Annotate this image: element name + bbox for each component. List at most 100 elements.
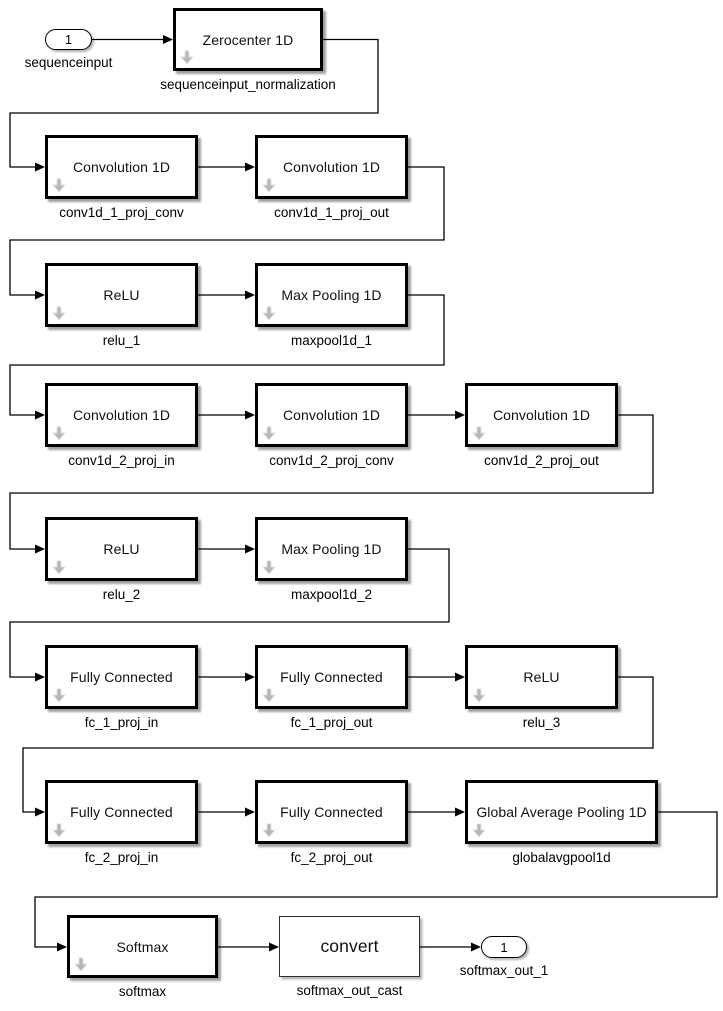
block-title: Global Average Pooling 1D <box>476 804 647 820</box>
wire-arrowhead-icon <box>35 290 45 300</box>
block-relu_3[interactable]: ReLU <box>465 645 618 709</box>
update-needed-down-arrow-icon <box>472 688 486 703</box>
wire-arrowhead-icon <box>245 410 255 420</box>
update-needed-down-arrow-icon <box>262 688 276 703</box>
block-conv1d_1_proj_conv[interactable]: Convolution 1D <box>45 135 198 199</box>
outport-number: 1 <box>500 939 508 955</box>
update-needed-down-arrow-icon <box>262 426 276 441</box>
block-name-label: conv1d_1_proj_out <box>274 205 389 220</box>
update-needed-down-arrow-icon <box>52 688 66 703</box>
block-name-label: maxpool1d_1 <box>290 333 373 348</box>
block-name-label: fc_1_proj_out <box>290 715 373 730</box>
wire-arrowhead-icon <box>245 162 255 172</box>
block-relu_2[interactable]: ReLU <box>45 517 198 581</box>
block-sequenceinput_normalization[interactable]: Zerocenter 1D <box>173 8 323 71</box>
block-softmax_out_cast[interactable]: convert <box>279 916 420 977</box>
block-softmax[interactable]: Softmax <box>67 915 218 978</box>
update-needed-down-arrow-icon <box>262 560 276 575</box>
wire-arrowhead-icon <box>471 942 481 952</box>
block-conv1d_2_proj_out[interactable]: Convolution 1D <box>465 383 618 447</box>
inport-name-label: sequenceinput <box>24 55 113 70</box>
block-maxpool1d_1[interactable]: Max Pooling 1D <box>255 263 408 327</box>
update-needed-down-arrow-icon <box>52 426 66 441</box>
block-title: Fully Connected <box>70 804 173 820</box>
wire-arrowhead-icon <box>35 544 45 554</box>
block-conv1d_2_proj_in[interactable]: Convolution 1D <box>45 383 198 447</box>
block-name-label: relu_2 <box>102 587 141 602</box>
wire-arrowhead-icon <box>245 672 255 682</box>
block-name-label: fc_2_proj_out <box>290 850 373 865</box>
signal-wire[interactable] <box>9 414 654 550</box>
update-needed-down-arrow-icon <box>472 823 486 838</box>
signal-wire[interactable] <box>9 294 445 416</box>
wire-arrowhead-icon <box>35 410 45 420</box>
update-needed-down-arrow-icon <box>52 178 66 193</box>
block-name-label: relu_3 <box>522 715 561 730</box>
block-fc_2_proj_in[interactable]: Fully Connected <box>45 780 198 844</box>
block-fc_1_proj_out[interactable]: Fully Connected <box>255 645 408 709</box>
signal-wire[interactable] <box>9 38 379 168</box>
update-needed-down-arrow-icon <box>180 50 194 65</box>
block-name-label: relu_1 <box>102 333 141 348</box>
block-title: Convolution 1D <box>72 407 171 423</box>
update-needed-down-arrow-icon <box>262 306 276 321</box>
block-name-label: maxpool1d_2 <box>290 587 373 602</box>
block-fc_2_proj_out[interactable]: Fully Connected <box>255 780 408 844</box>
block-title: Fully Connected <box>70 669 173 685</box>
wire-arrowhead-icon <box>455 410 465 420</box>
block-title: convert <box>320 936 379 956</box>
block-name-label: softmax_out_cast <box>296 983 403 998</box>
block-title: Convolution 1D <box>492 407 591 423</box>
block-title: Zerocenter 1D <box>202 31 294 48</box>
wire-arrowhead-icon <box>35 672 45 682</box>
inport-number: 1 <box>64 32 73 47</box>
signal-wire[interactable] <box>34 811 718 948</box>
block-title: Fully Connected <box>280 669 383 685</box>
block-title: Convolution 1D <box>282 407 381 423</box>
block-conv1d_1_proj_out[interactable]: Convolution 1D <box>255 135 408 199</box>
block-conv1d_2_proj_conv[interactable]: Convolution 1D <box>255 383 408 447</box>
block-name-label: globalavgpool1d <box>512 850 611 865</box>
signal-wire[interactable] <box>9 548 450 678</box>
block-name-label: conv1d_2_proj_conv <box>269 453 394 468</box>
update-needed-down-arrow-icon <box>52 823 66 838</box>
update-needed-down-arrow-icon <box>74 957 88 972</box>
wire-arrowhead-icon <box>245 290 255 300</box>
outport-softmax_out_1[interactable]: 1 <box>481 936 527 958</box>
block-name-label: sequenceinput_normalization <box>160 77 336 92</box>
update-needed-down-arrow-icon <box>52 560 66 575</box>
wire-arrowhead-icon <box>245 807 255 817</box>
update-needed-down-arrow-icon <box>262 178 276 193</box>
wire-arrowhead-icon <box>35 807 45 817</box>
block-title: Softmax <box>116 938 169 955</box>
block-name-label: conv1d_2_proj_out <box>484 453 599 468</box>
block-fc_1_proj_in[interactable]: Fully Connected <box>45 645 198 709</box>
wire-arrowhead-icon <box>35 162 45 172</box>
signal-wire[interactable] <box>22 676 654 813</box>
wire-arrowhead-icon <box>245 544 255 554</box>
block-name-label: fc_1_proj_in <box>84 715 159 730</box>
update-needed-down-arrow-icon <box>52 306 66 321</box>
block-title: ReLU <box>103 287 140 303</box>
outport-name-label: softmax_out_1 <box>459 963 549 978</box>
inport-sequenceinput[interactable]: 1 <box>45 29 92 50</box>
update-needed-down-arrow-icon <box>262 823 276 838</box>
block-title: Convolution 1D <box>282 159 381 175</box>
signal-wire[interactable] <box>9 166 445 296</box>
block-title: ReLU <box>523 669 560 685</box>
wire-arrowhead-icon <box>57 942 67 952</box>
wire-arrowhead-icon <box>455 672 465 682</box>
block-name-label: conv1d_2_proj_in <box>68 453 175 468</box>
block-title: Fully Connected <box>280 804 383 820</box>
wire-arrowhead-icon <box>455 807 465 817</box>
block-globalavgpool1d[interactable]: Global Average Pooling 1D <box>465 780 658 844</box>
wire-arrowhead-icon <box>269 942 279 952</box>
block-maxpool1d_2[interactable]: Max Pooling 1D <box>255 517 408 581</box>
block-relu_1[interactable]: ReLU <box>45 263 198 327</box>
block-name-label: fc_2_proj_in <box>84 850 159 865</box>
block-name-label: softmax <box>118 984 167 999</box>
block-name-label: conv1d_1_proj_conv <box>59 205 184 220</box>
block-title: Max Pooling 1D <box>281 287 382 303</box>
